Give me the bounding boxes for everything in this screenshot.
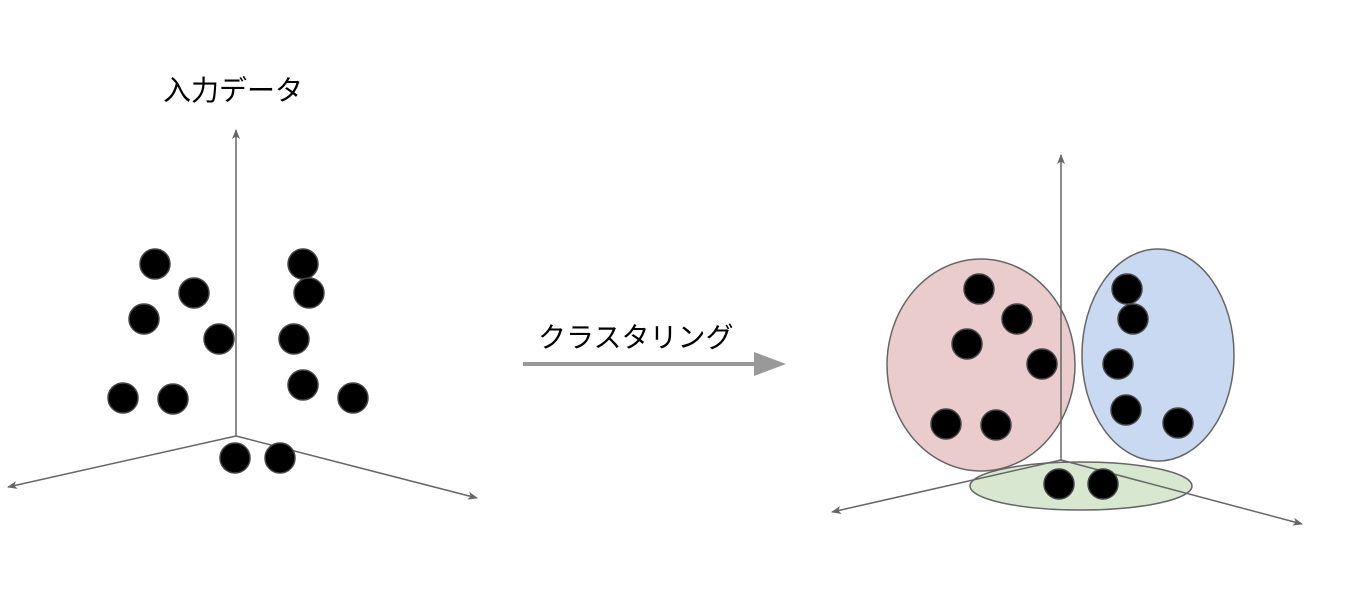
- cluster-blue-point: [1117, 303, 1149, 335]
- cluster-blue-point: [1102, 348, 1134, 380]
- input-point: [278, 323, 310, 355]
- cluster-green-point: [1087, 468, 1119, 500]
- output-panel: [831, 154, 1303, 526]
- input-point: [219, 442, 251, 474]
- input-point: [139, 248, 171, 280]
- cluster-blue: [1081, 248, 1235, 462]
- input-point: [107, 382, 139, 414]
- input-title: 入力データ: [163, 74, 303, 107]
- cluster-green-point: [1043, 468, 1075, 500]
- input-point: [128, 303, 160, 335]
- cluster-blue-point: [1162, 407, 1194, 439]
- cluster-blue-point: [1111, 273, 1143, 305]
- input-point: [287, 369, 319, 401]
- cluster-red-point: [1026, 348, 1058, 380]
- cluster-red-point: [951, 328, 983, 360]
- input-panel: 入力データ: [7, 74, 478, 500]
- output-axis-left: [831, 459, 1062, 514]
- input-point: [337, 382, 369, 414]
- cluster-red-point: [930, 408, 962, 440]
- process-label: クラスタリング: [538, 321, 733, 354]
- input-point: [293, 277, 325, 309]
- cluster-green: [969, 461, 1193, 511]
- input-point: [178, 277, 210, 309]
- cluster-red-point: [963, 273, 995, 305]
- process-step: クラスタリング: [523, 321, 786, 376]
- input-points: [107, 248, 369, 474]
- input-point: [203, 323, 235, 355]
- cluster-blue-point: [1110, 394, 1142, 426]
- cluster-red-point: [1001, 303, 1033, 335]
- cluster-red-point: [980, 409, 1012, 441]
- input-point: [157, 383, 189, 415]
- input-axis-left: [7, 435, 237, 489]
- output-points: [930, 273, 1194, 500]
- input-axes: [7, 129, 478, 500]
- input-point: [287, 248, 319, 280]
- input-point: [264, 442, 296, 474]
- process-arrow-head: [754, 352, 786, 376]
